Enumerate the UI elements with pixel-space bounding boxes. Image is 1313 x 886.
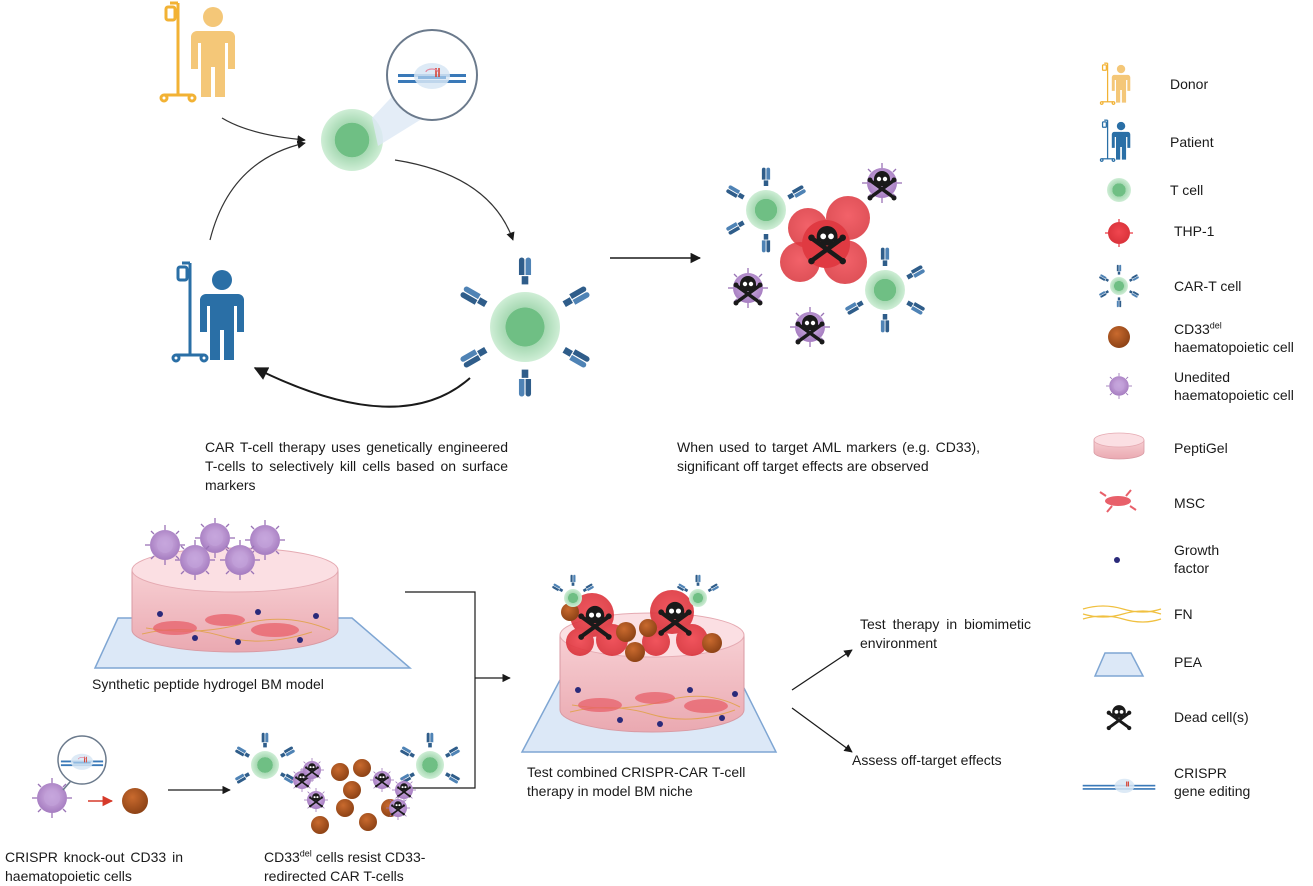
caption-crispr-knockout: CRISPR knock-out CD33 in haematopoietic … — [5, 849, 183, 884]
legend-t-cell-label: T cell — [1170, 182, 1204, 198]
legend-t-cell-icon — [1107, 178, 1131, 202]
merge-bracket — [405, 591, 476, 789]
legend-unedited-line1: Unedited — [1174, 369, 1231, 385]
cd33del-resist-cluster — [233, 732, 462, 834]
off-target-cluster — [724, 162, 927, 348]
legend-msc-icon — [1099, 489, 1137, 513]
legend-cd33del-base: CD33 — [1174, 321, 1210, 337]
legend-pea-label: PEA — [1174, 654, 1203, 670]
donor-to-tcell-arrow — [221, 117, 306, 144]
caption-off-target: When used to target AML markers (e.g. CD… — [677, 439, 980, 474]
legend-peptigel-icon — [1093, 432, 1145, 460]
cd33del-resist-post: cells resist CD33-redirected CAR T-cells — [264, 849, 426, 884]
legend-cd33del-sup: del — [1209, 320, 1222, 331]
t-cell-edited — [321, 109, 383, 171]
legend-fn-label: FN — [1174, 606, 1193, 622]
caption-test-therapy: Test therapy in biomimetic environment — [860, 616, 1031, 651]
tcell-to-car-arrow — [394, 159, 515, 241]
legend-car-t-label: CAR-T cell — [1174, 278, 1242, 294]
caption-hydrogel-model: Synthetic peptide hydrogel BM model — [92, 676, 324, 692]
car-t-cell-small-2 — [843, 246, 927, 334]
legend-patient-label: Patient — [1170, 134, 1214, 150]
caption-car-t-intro: CAR T-cell therapy uses genetically engi… — [205, 439, 508, 493]
legend-growth-factor-line2: factor — [1174, 560, 1210, 576]
dead-unedited-1 — [861, 162, 903, 204]
legend-unedited-icon — [1105, 372, 1133, 400]
legend-crispr-line1: CRISPR — [1174, 765, 1227, 781]
assess-arrow — [791, 707, 853, 753]
legend-crispr-line2: gene editing — [1174, 783, 1251, 799]
legend-pea-icon — [1093, 652, 1145, 677]
test-therapy-arrow — [791, 649, 853, 691]
legend-dead-cell-icon — [1105, 703, 1133, 732]
legend-peptigel-label: PeptiGel — [1174, 440, 1228, 456]
legend-patient-icon — [1099, 119, 1131, 162]
legend-crispr-label: CRISPR gene editing — [1174, 764, 1250, 800]
legend-thp1-label: THP-1 — [1174, 223, 1215, 239]
dead-unedited-2 — [727, 267, 769, 309]
legend-thp1-icon — [1105, 219, 1133, 247]
legend-msc-label: MSC — [1174, 495, 1206, 511]
caption-combined-test: Test combined CRISPR-CAR T-cell therapy … — [527, 764, 746, 799]
legend-growth-factor-icon — [1114, 557, 1120, 563]
legend-donor-label: Donor — [1170, 76, 1209, 92]
legend-unedited-line2: haematopoietic cell — [1174, 387, 1294, 403]
crispr-magnifier — [372, 29, 478, 146]
legend-cd33del-label: CD33del haematopoietic cell — [1174, 320, 1294, 356]
legend-cd33del-icon — [1108, 326, 1130, 348]
legend-cd33del-rest: haematopoietic cell — [1174, 339, 1294, 355]
donor-icon — [159, 1, 235, 103]
legend-growth-factor-line1: Growth — [1174, 542, 1220, 558]
legend-donor-icon — [1099, 62, 1131, 105]
cd33del-resist-pre: CD33 — [264, 849, 300, 865]
legend-dead-cells-label: Dead cell(s) — [1174, 709, 1249, 725]
legend-car-t-icon — [1098, 264, 1140, 308]
cd33del-resist-sup: del — [299, 848, 312, 859]
legend-unedited-label: Unedited haematopoietic cell — [1174, 368, 1294, 404]
crispr-knockout-figure — [31, 735, 148, 819]
legend-growth-factor-label: Growth factor — [1174, 541, 1219, 577]
patient-icon — [171, 261, 244, 363]
legend-fn-icon — [1082, 605, 1162, 623]
caption-assess-off-target: Assess off-target effects — [852, 752, 1002, 768]
caption-cd33del-resist: CD33del cells resist CD33-redirected CAR… — [264, 848, 450, 886]
legend-icons — [1082, 62, 1162, 794]
car-t-cell-small-1 — [724, 166, 808, 254]
hydrogel-model — [93, 517, 413, 669]
car-to-patient-arrow — [253, 367, 471, 408]
car-t-cell-large — [458, 256, 592, 398]
patient-to-tcell-arrow — [209, 140, 306, 241]
dead-unedited-3 — [789, 306, 831, 348]
combined-test-model — [520, 574, 778, 753]
legend-crispr-icon — [1082, 778, 1156, 794]
